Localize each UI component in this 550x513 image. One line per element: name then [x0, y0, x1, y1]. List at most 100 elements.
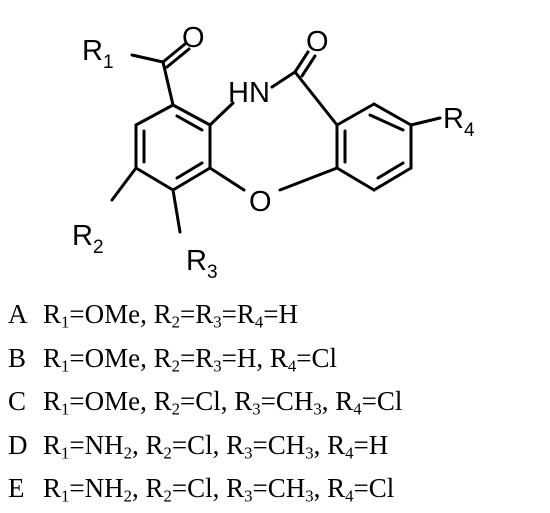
formula-text: , R: [313, 429, 346, 460]
formula-text: =OMe, R: [69, 386, 172, 416]
bond: [171, 188, 182, 234]
formula-subscript: 1: [61, 312, 70, 332]
formula-subscript: 2: [171, 399, 180, 419]
bond: [134, 103, 175, 127]
bond: [372, 166, 413, 192]
formula-text: =Cl: [361, 386, 403, 416]
compound-letter: A: [8, 299, 28, 329]
double-bond-line: [376, 161, 405, 180]
formula-text: =Cl, R: [171, 429, 245, 460]
formula-subscript: 2: [123, 443, 132, 463]
formula-text: =Cl, R: [171, 473, 245, 503]
bond: [110, 166, 138, 202]
formula-text: =NH: [69, 473, 124, 503]
bond: [171, 103, 212, 127]
formula-text: =R: [221, 299, 255, 329]
r3-label: R3: [186, 245, 218, 283]
formula-subscript: 4: [254, 312, 264, 332]
bond: [293, 50, 310, 74]
formula-text: , R: [132, 473, 164, 503]
formula-text: , R: [132, 429, 164, 460]
r2-label: R2: [72, 220, 104, 258]
formula-text: R: [43, 473, 62, 503]
formula-text: =H: [353, 429, 389, 460]
formula-subscript: 2: [123, 486, 132, 506]
formula-text: , R: [321, 386, 354, 416]
chemical-structure: O O HN O R1 R2 R3 R4: [72, 22, 475, 283]
amide-oxygen: O: [306, 26, 329, 58]
formula-subscript: 3: [213, 356, 222, 376]
formula-text: =Cl: [353, 473, 395, 503]
formula-text: =Cl, R: [180, 386, 253, 416]
bond: [134, 166, 175, 192]
formula-subscript: 4: [353, 399, 362, 419]
bonds: [110, 42, 442, 234]
double-bond-line: [175, 114, 204, 132]
formula-text: =CH: [260, 386, 314, 416]
formula-text: R: [43, 299, 62, 329]
bond: [335, 166, 376, 192]
bond: [208, 101, 235, 127]
double-bond-line: [368, 113, 405, 132]
compound-formula: R1=NH2, R2=Cl, R3=CH3, R4=H: [43, 429, 389, 463]
atom-labels: O O HN O R1 R2 R3 R4: [72, 22, 475, 283]
compound-letter: C: [8, 386, 27, 416]
formula-subscript: 2: [163, 486, 172, 506]
formula-subscript: 2: [171, 312, 180, 332]
formula-text: =Cl: [296, 342, 337, 373]
formula-text: =NH: [69, 429, 124, 460]
formula-text: R: [43, 386, 62, 416]
formula-subscript: 4: [287, 356, 297, 376]
compound-formula: R1=OMe, R2=R3=H, R4=Cl: [43, 342, 337, 376]
double-bond-line: [300, 54, 317, 78]
formula-text: =R: [180, 299, 214, 329]
formula-text: =R: [180, 342, 214, 373]
formula-text: , R: [313, 473, 346, 503]
formula-text: =H, R: [221, 342, 288, 373]
double-bond-line: [175, 161, 204, 180]
compound-formula: R1=NH2, R2=Cl, R3=CH3, R4=Cl: [43, 473, 395, 506]
nh-label: HN: [228, 77, 270, 109]
formula-subscript: 3: [313, 399, 322, 419]
formula-subscript: 3: [244, 486, 253, 506]
formula-text: =CH: [252, 473, 306, 503]
double-bond-line: [165, 47, 191, 69]
compound-letter: D: [8, 429, 28, 460]
formula-text: R: [43, 342, 62, 373]
ether-oxygen: O: [249, 186, 272, 218]
formula-subscript: 3: [252, 399, 261, 419]
bond: [208, 166, 246, 192]
compound-letter: B: [8, 342, 27, 373]
ketone-oxygen: O: [182, 22, 205, 54]
compound-formula: R1=OMe, R2=R3=R4=H: [43, 299, 298, 332]
formula-subscript: 4: [345, 486, 354, 506]
bond: [409, 116, 442, 127]
bond: [130, 53, 165, 64]
r4-label: R4: [443, 103, 475, 141]
compound-formula: R1=OMe, R2=Cl, R3=CH3, R4=Cl: [43, 386, 403, 419]
formula-subscript: 3: [305, 443, 314, 463]
bond: [161, 60, 175, 107]
r1-label: R1: [82, 35, 114, 73]
formula-text: =H: [263, 299, 298, 329]
formula-text: =OMe, R: [69, 342, 172, 373]
formula-text: =OMe, R: [69, 299, 172, 329]
formula-text: R: [43, 429, 62, 460]
formula-text: =CH: [252, 429, 306, 460]
compound-letter: E: [8, 473, 25, 503]
bond: [278, 166, 339, 192]
formula-subscript: 2: [171, 356, 180, 376]
bond: [293, 70, 339, 127]
bond: [270, 70, 297, 89]
formula-subscript: 3: [305, 486, 314, 506]
bond: [171, 166, 212, 192]
formula-subscript: 1: [61, 443, 70, 463]
formula-subscript: 3: [244, 443, 253, 463]
formula-subscript: 3: [213, 312, 222, 332]
